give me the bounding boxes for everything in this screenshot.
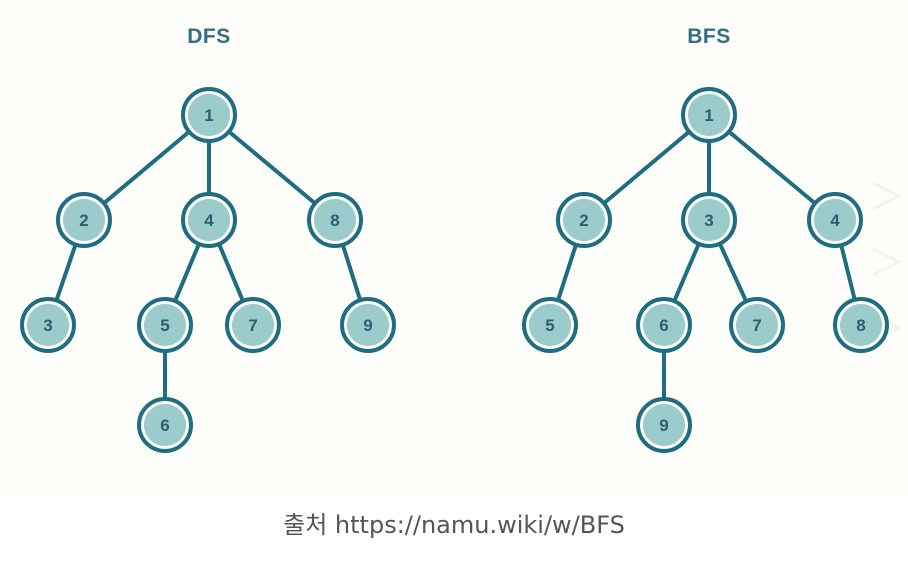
tree-node-bfs-8[interactable]: 8 <box>833 297 889 353</box>
tree-node-bfs-2[interactable]: 2 <box>556 192 612 248</box>
tree-node-label: 6 <box>643 304 685 346</box>
tree-node-dfs-9[interactable]: 9 <box>340 297 396 353</box>
tree-node-label: 5 <box>144 304 186 346</box>
tree-node-dfs-7[interactable]: 7 <box>225 297 281 353</box>
tree-node-bfs-4[interactable]: 4 <box>807 192 863 248</box>
source-caption: 출처 https://namu.wiki/w/BFS <box>283 511 625 539</box>
tree-edges-layer <box>46 113 863 427</box>
tree-node-label: 1 <box>188 94 230 136</box>
tree-node-dfs-8[interactable]: 8 <box>307 192 363 248</box>
tree-node-bfs-5[interactable]: 5 <box>522 297 578 353</box>
tree-node-bfs-3[interactable]: 3 <box>681 192 737 248</box>
tree-node-dfs-5[interactable]: 5 <box>137 297 193 353</box>
tree-node-label: 7 <box>232 304 274 346</box>
tree-title-dfs: DFS <box>187 25 231 48</box>
tree-node-label: 9 <box>347 304 389 346</box>
tree-node-label: 8 <box>314 199 356 241</box>
tree-node-label: 7 <box>736 304 778 346</box>
tree-node-label: 9 <box>643 404 685 446</box>
tree-node-label: 6 <box>144 404 186 446</box>
tree-node-label: 2 <box>63 199 105 241</box>
tree-node-bfs-7[interactable]: 7 <box>729 297 785 353</box>
tree-node-label: 1 <box>688 94 730 136</box>
tree-node-label: 3 <box>688 199 730 241</box>
tree-node-bfs-1[interactable]: 1 <box>681 87 737 143</box>
tree-node-label: 4 <box>188 199 230 241</box>
tree-node-label: 5 <box>529 304 571 346</box>
tree-node-label: 8 <box>840 304 882 346</box>
tree-title-bfs: BFS <box>687 25 731 48</box>
tree-node-dfs-1[interactable]: 1 <box>181 87 237 143</box>
tree-node-label: 4 <box>814 199 856 241</box>
tree-node-label: 2 <box>563 199 605 241</box>
tree-node-dfs-4[interactable]: 4 <box>181 192 237 248</box>
tree-node-label: 3 <box>27 304 69 346</box>
tree-node-dfs-3[interactable]: 3 <box>20 297 76 353</box>
tree-node-bfs-9[interactable]: 9 <box>636 397 692 453</box>
tree-node-dfs-6[interactable]: 6 <box>137 397 193 453</box>
tree-node-dfs-2[interactable]: 2 <box>56 192 112 248</box>
tree-node-bfs-6[interactable]: 6 <box>636 297 692 353</box>
